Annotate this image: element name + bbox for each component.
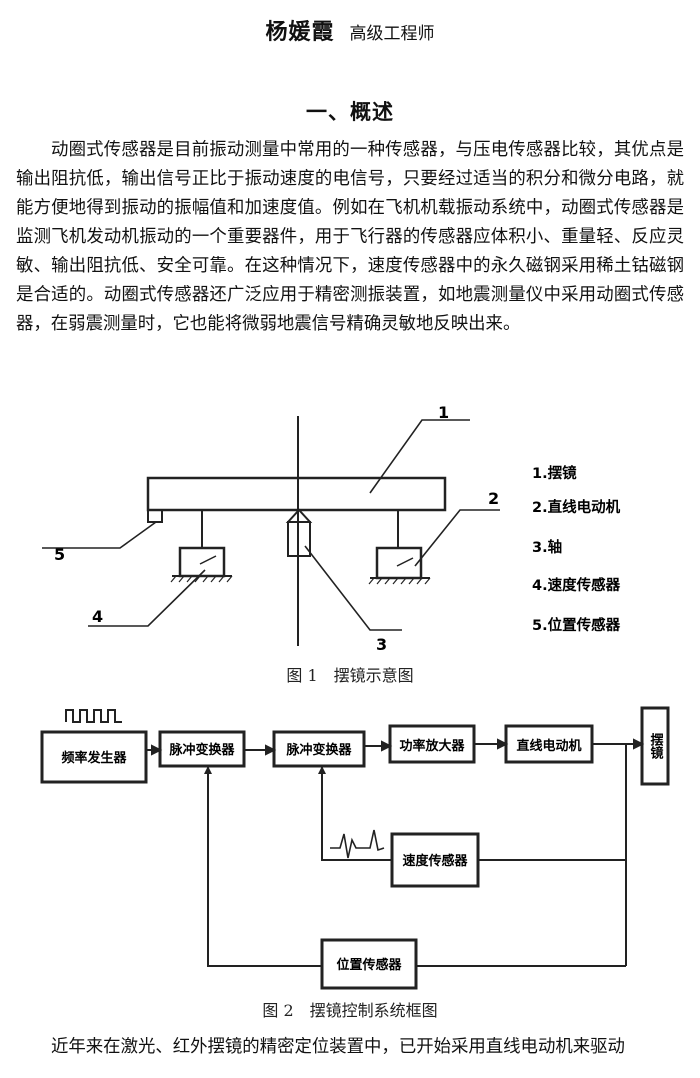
figure-2-caption: 图 2 摆镜控制系统框图 xyxy=(262,1001,438,1020)
label-speed-sensor: 速度传感器 xyxy=(402,853,468,869)
square-wave-icon xyxy=(65,709,122,723)
callout-3: 3 xyxy=(376,635,387,654)
speed-sensor-box xyxy=(178,546,226,578)
label-pulse-converter-2: 脉冲变换器 xyxy=(285,742,352,758)
callout-5: 5 xyxy=(54,545,65,564)
label-mirror: 摆镜 xyxy=(648,732,664,760)
label-power-amplifier: 功率放大器 xyxy=(399,738,465,754)
leader-5 xyxy=(42,521,157,549)
figure-1-diagram: 1 2 3 4 5 1.摆镜 2.直线电动机 3.轴 4.速度传感器 5.位置传… xyxy=(42,403,621,654)
callout-2: 2 xyxy=(488,489,499,508)
body-paragraph-1: 动圈式传感器是目前振动测量中常用的一种传感器，与压电传感器比较，其优点是输出阻抗… xyxy=(16,140,684,334)
linear-motor-box xyxy=(375,546,423,580)
legend-item-5: 5.位置传感器 xyxy=(532,616,621,634)
leader-1 xyxy=(369,419,470,494)
mirror-bar xyxy=(146,476,447,512)
shaft-top xyxy=(285,508,313,523)
label-frequency-generator: 频率发生器 xyxy=(61,750,127,766)
leader-2 xyxy=(414,509,500,567)
author-title: 高级工程师 xyxy=(349,24,435,44)
body-paragraph-2: 近年来在激光、红外摆镜的精密定位装置中，已开始采用直线电动机来驱动 xyxy=(51,1037,625,1057)
figure-1-caption: 图 1 摆镜示意图 xyxy=(286,666,414,685)
label-position-sensor: 位置传感器 xyxy=(336,957,402,973)
block-frequency-generator xyxy=(40,730,148,784)
block-position-sensor xyxy=(320,938,418,990)
legend-item-2: 2.直线电动机 xyxy=(532,498,621,516)
legend-item-1: 1.摆镜 xyxy=(532,464,577,482)
author-name: 杨媛霞 xyxy=(265,20,335,45)
callout-1: 1 xyxy=(438,403,449,422)
author-header: 杨媛霞 高级工程师 xyxy=(0,14,700,46)
position-sensor-shape xyxy=(147,509,163,523)
pulse-waveform-icon xyxy=(330,829,385,859)
legend-item-4: 4.速度传感器 xyxy=(532,576,621,594)
label-linear-motor: 直线电动机 xyxy=(516,738,581,754)
callout-4: 4 xyxy=(92,607,103,626)
figure-2-block-diagram: 频率发生器 脉冲变换器 脉冲变换器 功率放大器 直线电动机 摆镜 速度传感器 位… xyxy=(40,706,670,990)
section-title: 一、概述 xyxy=(306,100,394,124)
leader-3 xyxy=(304,545,402,631)
block-mirror xyxy=(640,706,670,786)
legend-item-3: 3.轴 xyxy=(532,538,562,556)
leader-4 xyxy=(88,569,206,627)
label-pulse-converter-1: 脉冲变换器 xyxy=(168,742,235,758)
